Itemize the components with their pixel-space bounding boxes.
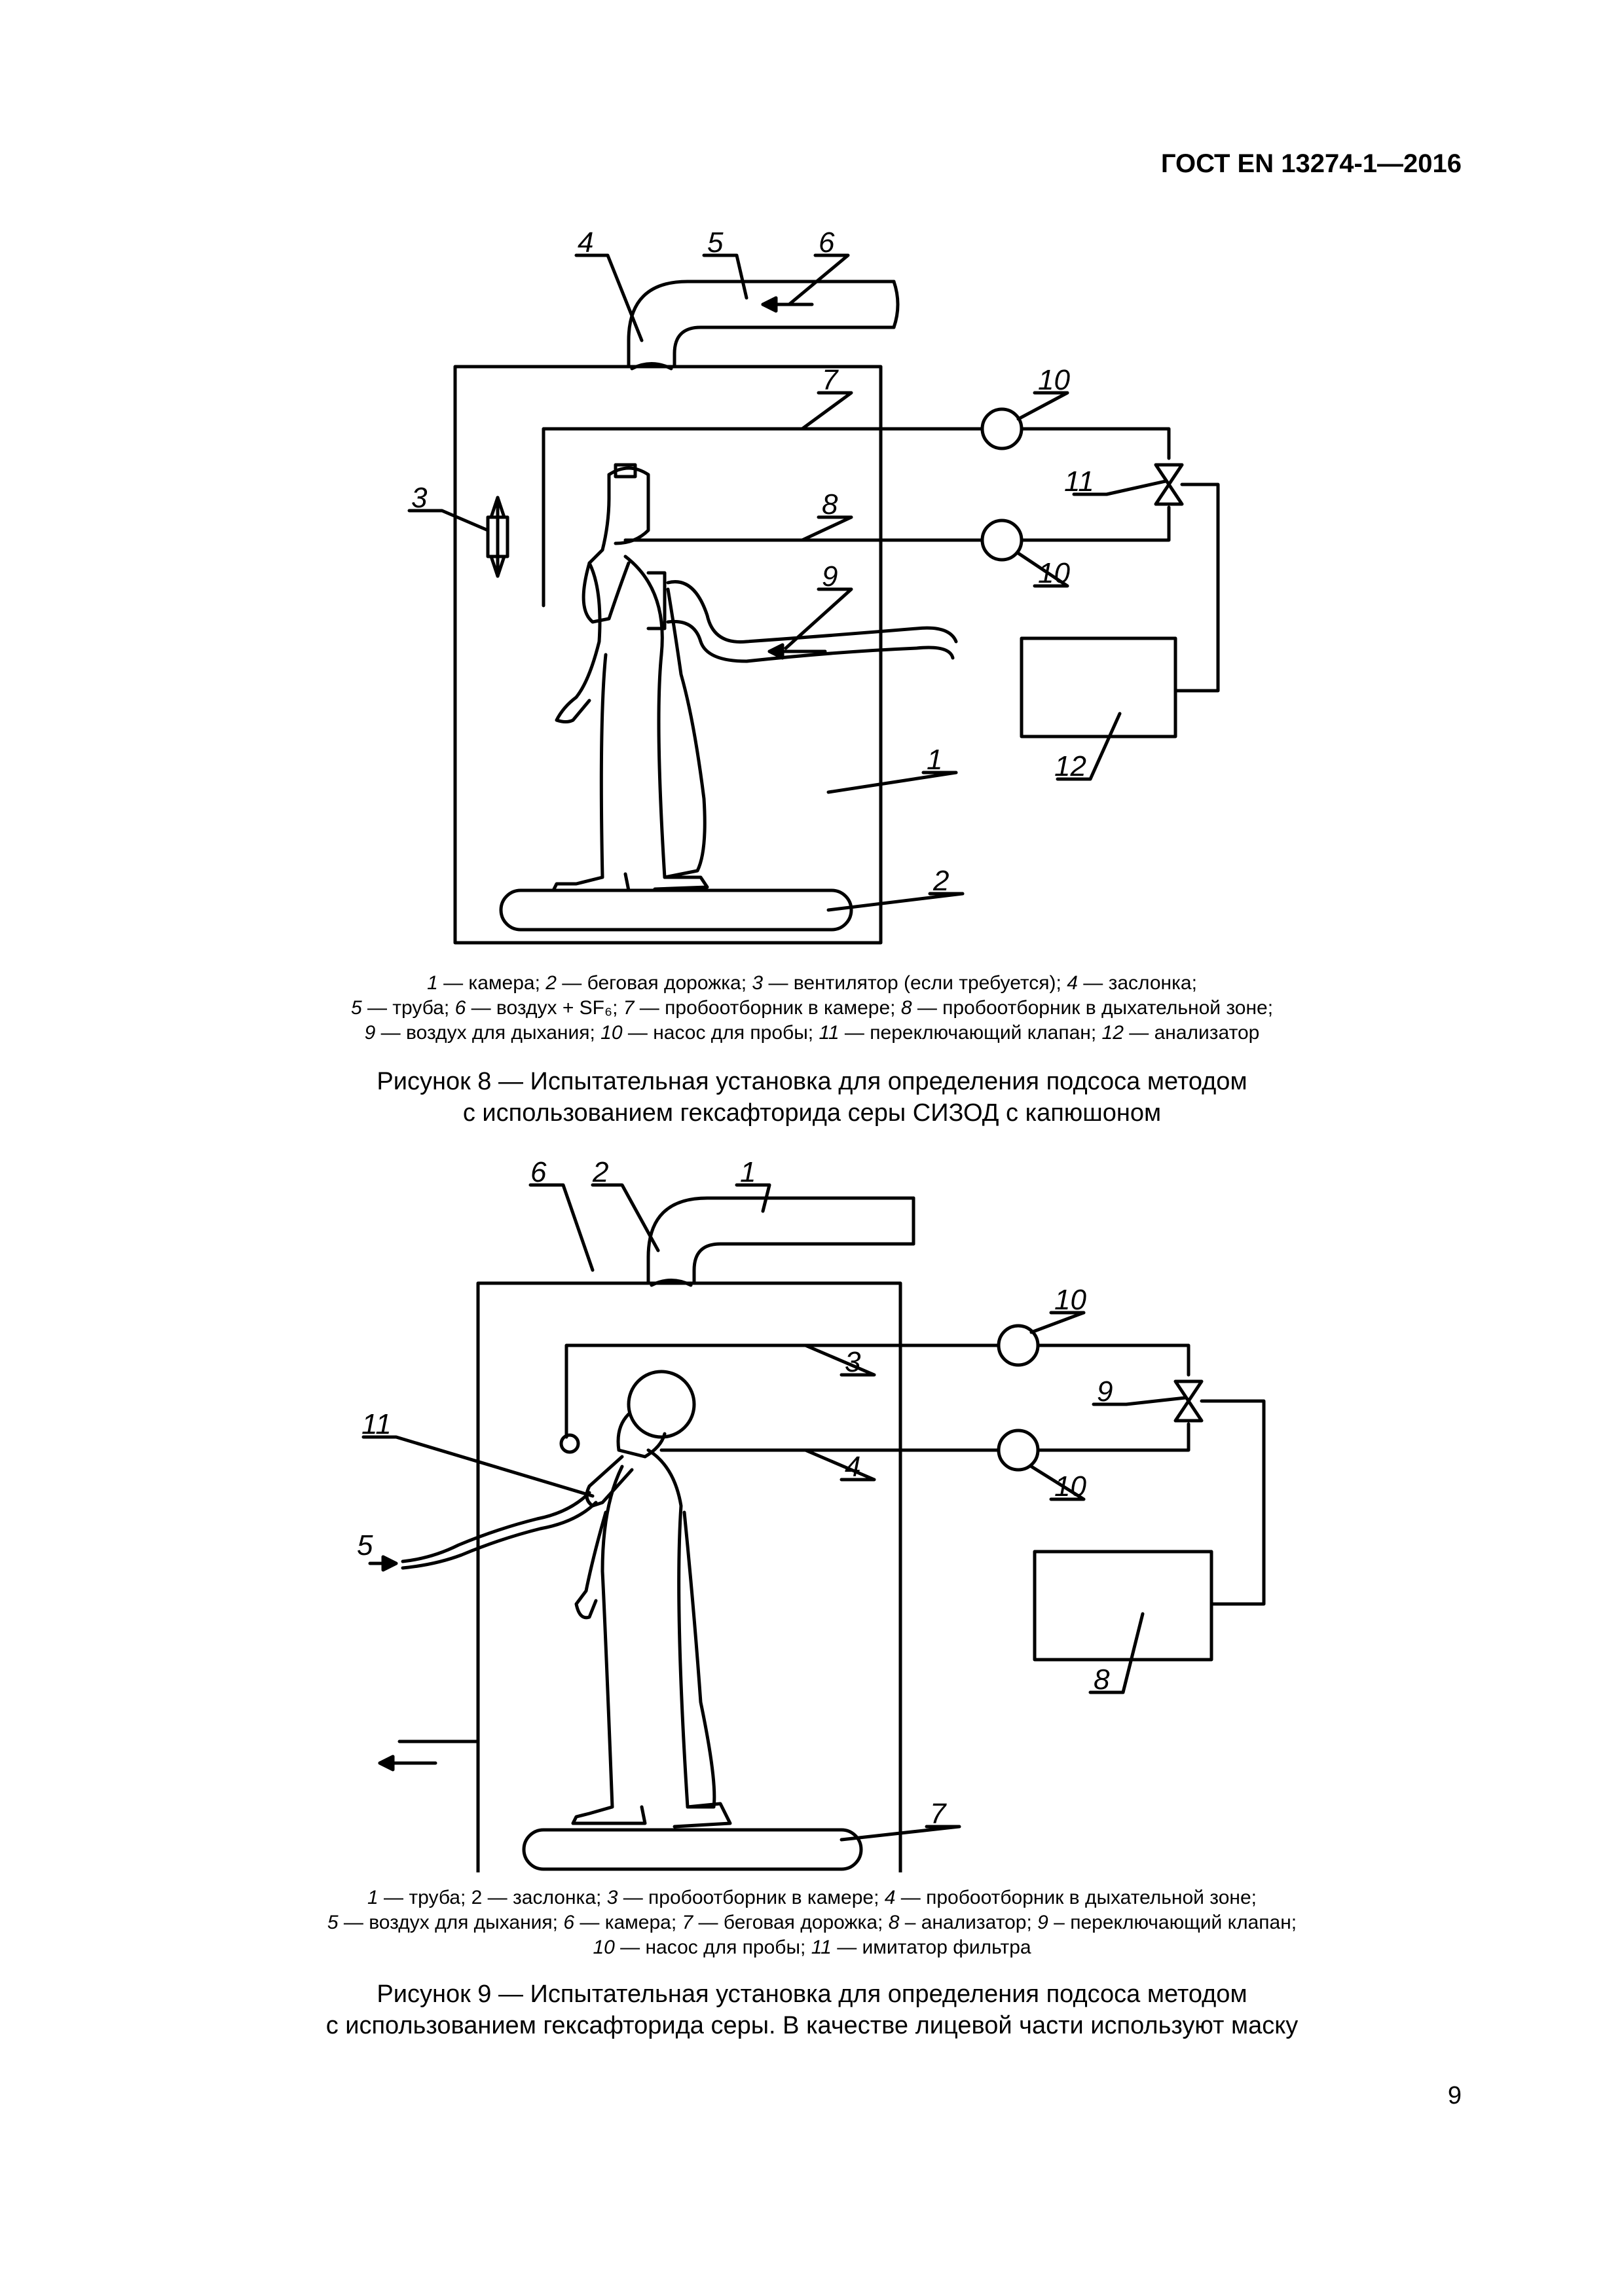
pump-lower-icon (980, 519, 1024, 562)
fig9-label-7: 7 (930, 1798, 947, 1830)
legend-line: 5 — воздух для дыхания; 6 — камера; 7 — … (327, 1912, 1297, 1933)
fig8-label-10-lower: 10 (1038, 557, 1070, 589)
analyzer-box (1020, 636, 1177, 738)
fig9-label-10-lower: 10 (1054, 1470, 1086, 1503)
figure-8-diagram: 4 5 6 7 8 9 3 1 2 10 10 11 12 (407, 227, 1220, 945)
sampler-icon (559, 1433, 580, 1454)
figure-8-caption: Рисунок 8 — Испытательная установка для … (377, 1068, 1247, 1127)
fig9-label-4: 4 (845, 1451, 860, 1483)
treadmill-shape (499, 888, 853, 932)
fig9-label-5: 5 (357, 1529, 373, 1561)
legend-line: 1 — труба; 2 — заслонка; 3 — пробоотборн… (367, 1887, 1257, 1908)
fig9-label-9: 9 (1097, 1376, 1113, 1408)
fig8-label-10-upper: 10 (1038, 364, 1070, 396)
fig8-label-6: 6 (819, 227, 835, 259)
fig8-label-8: 8 (822, 488, 838, 520)
fig8-label-7: 7 (822, 364, 839, 396)
fig8-label-2: 2 (932, 865, 949, 897)
fig9-label-2: 2 (592, 1156, 608, 1188)
fig8-label-1: 1 (927, 744, 942, 776)
fig8-label-12: 12 (1054, 750, 1086, 782)
fig8-label-9: 9 (822, 560, 838, 592)
fig9-label-11: 11 (361, 1408, 392, 1440)
legend-line: 1 — камера; 2 — беговая дорожка; 3 — вен… (427, 972, 1197, 994)
page-number: 9 (1447, 2082, 1462, 2109)
fig8-label-4: 4 (578, 227, 593, 259)
legend-line: 9 — воздух для дыхания; 10 — насос для п… (364, 1022, 1260, 1044)
legend-line: 5 — труба; 6 — воздух + SF₆; 7 — пробоот… (350, 997, 1274, 1019)
treadmill-shape (522, 1828, 863, 1871)
fig9-label-10-upper: 10 (1054, 1284, 1086, 1316)
figure-9-caption: Рисунок 9 — Испытательная установка для … (325, 1980, 1299, 2039)
figure-9-legend: 1 — труба; 2 — заслонка; 3 — пробоотборн… (131, 1886, 1493, 1960)
legend-line: 10 — насос для пробы; 11 — имитатор филь… (593, 1937, 1031, 1958)
fig8-label-5: 5 (707, 227, 724, 259)
figure-8-legend: 1 — камера; 2 — беговая дорожка; 3 — вен… (131, 971, 1493, 1046)
fig8-label-11: 11 (1064, 465, 1094, 498)
pump-lower-icon (997, 1429, 1040, 1472)
fig9-label-1: 1 (740, 1156, 756, 1188)
valve-icon (1173, 1379, 1204, 1423)
pump-upper-icon (980, 407, 1024, 450)
valve-icon (1154, 463, 1184, 506)
figure-9-diagram: 6 2 1 3 4 10 10 9 8 7 11 5 (357, 1156, 1266, 1872)
fig9-label-6: 6 (530, 1156, 547, 1188)
fig9-label-8: 8 (1094, 1664, 1110, 1696)
fan-icon (486, 496, 509, 578)
document-header: ГОСТ EN 13274-1—2016 (1160, 149, 1462, 178)
analyzer-box (1033, 1550, 1213, 1662)
fig9-label-3: 3 (845, 1346, 861, 1378)
fig8-label-3: 3 (411, 482, 428, 514)
